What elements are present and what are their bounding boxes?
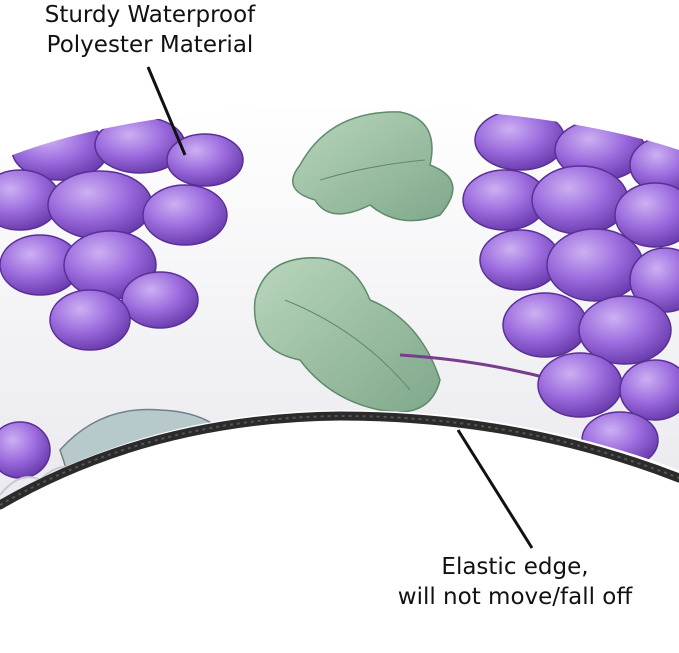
leaf-middle <box>253 257 556 413</box>
leaf-top-center <box>291 111 454 222</box>
callout-edge-line2: will not move/fall off <box>397 584 633 610</box>
callout-material-line2: Polyester Material <box>46 32 254 58</box>
pointer-line-edge <box>456 429 534 549</box>
callout-elastic-edge: Elastic edge, will not move/fall off <box>360 552 670 612</box>
callout-material: Sturdy Waterproof Polyester Material <box>0 0 300 60</box>
pointer-line-material <box>146 66 187 156</box>
elastic-edge <box>0 411 679 510</box>
callout-material-line1: Sturdy Waterproof <box>44 2 256 28</box>
callout-edge-line1: Elastic edge, <box>441 554 589 580</box>
grape-cluster-right <box>462 109 679 469</box>
